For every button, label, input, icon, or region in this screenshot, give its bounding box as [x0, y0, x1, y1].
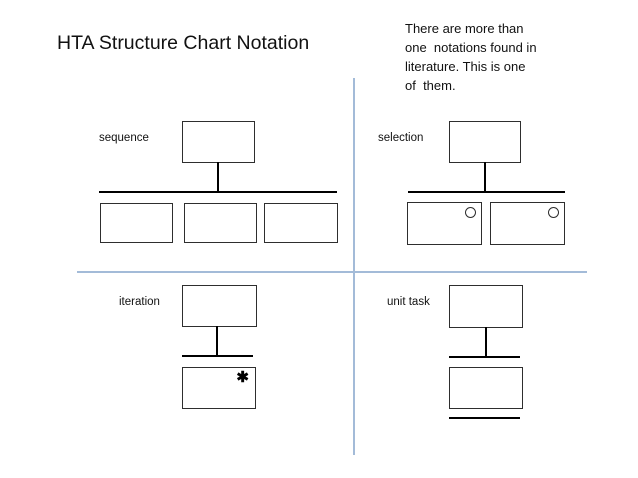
iteration-parent-box: [182, 285, 257, 327]
sequence-connector-line: [217, 162, 219, 193]
sequence-parent-box: [182, 121, 255, 163]
sequence-label: sequence: [99, 132, 149, 144]
note-line: one notations found in: [405, 40, 537, 55]
unit-task-connector-line: [485, 327, 487, 357]
page-title: HTA Structure Chart Notation: [57, 32, 310, 54]
sequence-branch-bar: [99, 191, 337, 193]
sequence-child-box-3: [264, 203, 338, 243]
unit-task-underline: [449, 417, 520, 419]
selection-parent-box: [449, 121, 521, 163]
unit-task-branch-bar: [449, 356, 520, 358]
selection-label: selection: [378, 132, 424, 144]
note-line: literature. This is one: [405, 59, 526, 74]
selection-child-box-2: [490, 202, 565, 245]
iteration-asterisk-icon: ✱: [236, 369, 249, 386]
sequence-child-box-1: [100, 203, 173, 243]
note-line: There are more than: [405, 21, 524, 36]
selection-connector-line: [484, 162, 486, 193]
iteration-child-box: ✱: [182, 367, 256, 409]
note-text: There are more than one notations found …: [405, 19, 580, 95]
selection-option-circle-icon: [465, 207, 476, 218]
selection-option-circle-icon: [548, 207, 559, 218]
sequence-child-box-2: [184, 203, 257, 243]
selection-child-box-1: [407, 202, 482, 245]
horizontal-divider-line: [77, 271, 587, 273]
unit-task-parent-box: [449, 285, 523, 328]
unit-task-child-box: [449, 367, 523, 409]
note-line: of them.: [405, 78, 456, 93]
unit-task-label: unit task: [387, 296, 430, 308]
iteration-label: iteration: [119, 296, 160, 308]
selection-branch-bar: [408, 191, 565, 193]
vertical-divider-line: [353, 78, 355, 455]
iteration-branch-bar: [182, 355, 253, 357]
iteration-connector-line: [216, 326, 218, 357]
